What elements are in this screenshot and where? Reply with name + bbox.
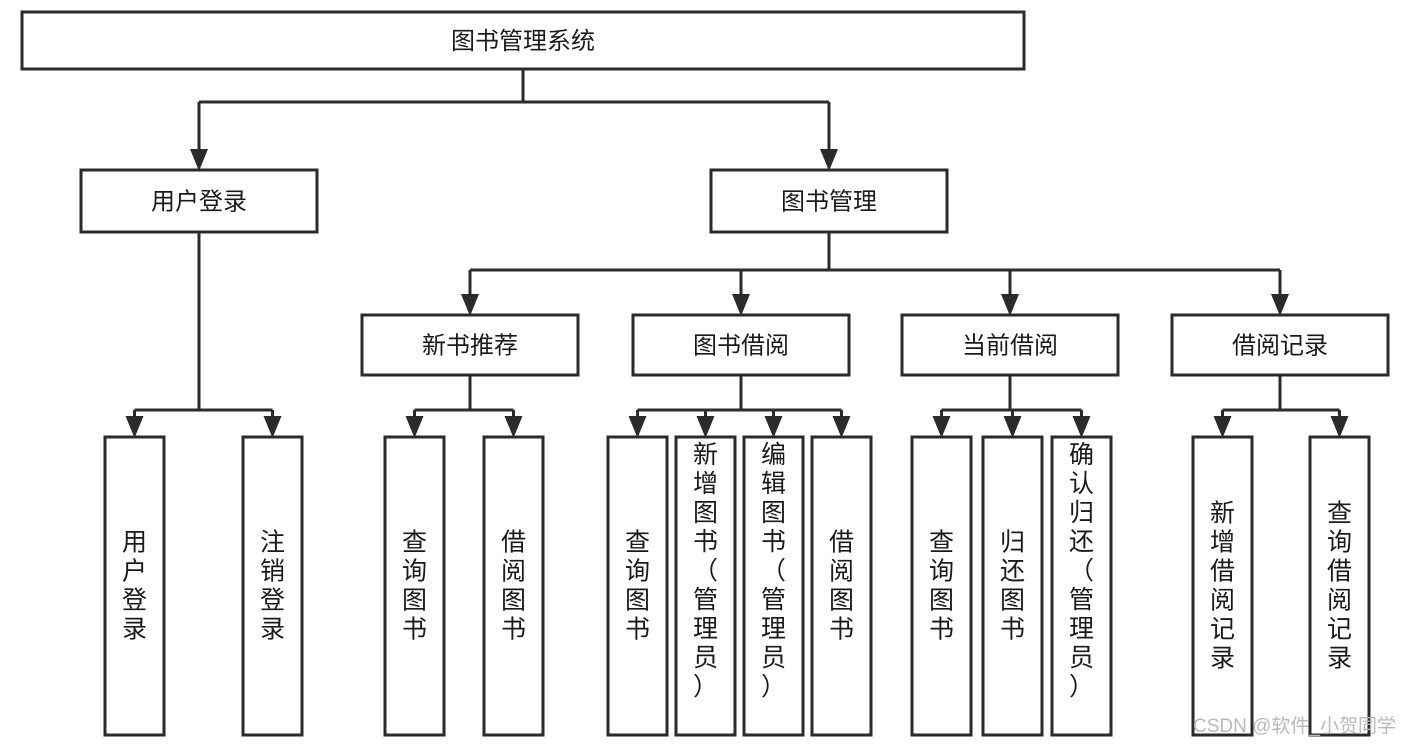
node-book-borrow-box[interactable] <box>631 313 851 377</box>
node-leaf-add-book-admin[interactable]: 新增图书（管理员） <box>674 435 737 737</box>
node-leaf-user-login[interactable]: 用户登录 <box>103 435 166 737</box>
node-leaf-borrow-book-recommend-box[interactable] <box>482 435 545 737</box>
csdn-watermark: CSDN @软件_小贺同学 <box>1193 715 1396 737</box>
node-new-book-recommend[interactable]: 新书推荐 <box>360 313 580 377</box>
edge-arrowhead-icon <box>628 416 647 438</box>
edge-arrowhead-icon <box>1072 416 1091 438</box>
node-leaf-confirm-return-admin-box[interactable] <box>1050 435 1113 737</box>
node-current-borrow[interactable]: 当前借阅 <box>900 313 1120 377</box>
node-leaf-logout-box[interactable] <box>241 435 304 737</box>
node-boxes: 图书管理系统用户登录图书管理新书推荐图书借阅当前借阅借阅记录用户登录注销登录查询… <box>20 10 1390 737</box>
edge-arrowhead-icon <box>696 416 715 438</box>
edge-arrowhead-icon <box>1001 294 1019 316</box>
node-leaf-edit-book-admin-box[interactable] <box>742 435 805 737</box>
edge-arrowhead-icon <box>190 149 208 171</box>
node-root-label: 图书管理系统 <box>451 28 595 55</box>
node-new-book-recommend-label: 新书推荐 <box>422 333 518 360</box>
node-new-book-recommend-box[interactable] <box>360 313 580 377</box>
node-leaf-query-book-current[interactable]: 查询图书 <box>910 435 973 737</box>
connector-edges <box>125 69 1349 438</box>
node-leaf-user-login-box[interactable] <box>103 435 166 737</box>
node-book-management-box[interactable] <box>709 168 949 234</box>
node-leaf-edit-book-admin[interactable]: 编辑图书（管理员） <box>742 435 805 737</box>
node-leaf-borrow-book-recommend[interactable]: 借阅图书 <box>482 435 545 737</box>
node-leaf-query-borrow-record[interactable]: 查询借阅记录 <box>1308 435 1371 737</box>
edge-arrowhead-icon <box>1330 416 1349 438</box>
node-leaf-add-book-admin-label: 新增图书（管理员） <box>693 441 718 701</box>
edge-arrowhead-icon <box>732 294 750 316</box>
node-leaf-query-book[interactable]: 查询图书 <box>606 435 669 737</box>
node-leaf-confirm-return-admin[interactable]: 确认归还（管理员） <box>1050 435 1113 737</box>
node-root-box[interactable] <box>20 10 1026 71</box>
edge-arrowhead-icon <box>461 294 479 316</box>
node-leaf-add-book-admin-box[interactable] <box>674 435 737 737</box>
node-leaf-confirm-return-admin-label: 确认归还（管理员） <box>1069 441 1094 701</box>
edge-arrowhead-icon <box>504 416 523 438</box>
node-leaf-return-book-box[interactable] <box>981 435 1044 737</box>
node-book-borrow-label: 图书借阅 <box>693 333 789 360</box>
edge-arrowhead-icon <box>125 416 144 438</box>
node-leaf-logout[interactable]: 注销登录 <box>241 435 304 737</box>
node-current-borrow-label: 当前借阅 <box>962 333 1058 360</box>
node-borrow-record-label: 借阅记录 <box>1232 333 1328 360</box>
node-leaf-add-borrow-record-label: 新增借阅记录 <box>1210 500 1235 673</box>
node-leaf-borrow-book-recommend-label: 借阅图书 <box>501 529 526 644</box>
node-book-management-label: 图书管理 <box>781 189 877 216</box>
edge-arrowhead-icon <box>764 416 783 438</box>
node-leaf-query-book-recommend[interactable]: 查询图书 <box>383 435 446 737</box>
node-leaf-borrow-book[interactable]: 借阅图书 <box>810 435 873 737</box>
node-leaf-logout-label: 注销登录 <box>260 529 285 644</box>
node-leaf-query-book-current-box[interactable] <box>910 435 973 737</box>
edge-arrowhead-icon <box>1003 416 1022 438</box>
node-leaf-query-borrow-record-label: 查询借阅记录 <box>1327 500 1352 673</box>
edge-arrowhead-icon <box>405 416 424 438</box>
node-leaf-edit-book-admin-label: 编辑图书（管理员） <box>761 441 786 701</box>
node-leaf-query-book-recommend-label: 查询图书 <box>402 529 427 644</box>
node-root[interactable]: 图书管理系统 <box>20 10 1026 71</box>
node-user-login-label: 用户登录 <box>151 189 247 216</box>
edge-arrowhead-icon <box>263 416 282 438</box>
edge-arrowhead-icon <box>820 149 838 171</box>
node-leaf-borrow-book-box[interactable] <box>810 435 873 737</box>
edge-arrowhead-icon <box>1271 294 1289 316</box>
node-current-borrow-box[interactable] <box>900 313 1120 377</box>
node-leaf-query-book-label: 查询图书 <box>625 529 650 644</box>
node-leaf-return-book-label: 归还图书 <box>1000 529 1025 644</box>
node-book-management[interactable]: 图书管理 <box>709 168 949 234</box>
node-leaf-query-borrow-record-box[interactable] <box>1308 435 1371 737</box>
node-leaf-query-book-current-label: 查询图书 <box>929 529 954 644</box>
node-borrow-record[interactable]: 借阅记录 <box>1170 313 1390 377</box>
node-user-login[interactable]: 用户登录 <box>79 168 319 234</box>
node-book-borrow[interactable]: 图书借阅 <box>631 313 851 377</box>
edge-arrowhead-icon <box>832 416 851 438</box>
node-leaf-add-borrow-record[interactable]: 新增借阅记录 <box>1191 435 1254 737</box>
node-leaf-add-borrow-record-box[interactable] <box>1191 435 1254 737</box>
node-leaf-user-login-label: 用户登录 <box>122 529 147 644</box>
node-borrow-record-box[interactable] <box>1170 313 1390 377</box>
node-user-login-box[interactable] <box>79 168 319 234</box>
node-leaf-query-book-recommend-box[interactable] <box>383 435 446 737</box>
node-leaf-borrow-book-label: 借阅图书 <box>829 529 854 644</box>
node-leaf-query-book-box[interactable] <box>606 435 669 737</box>
node-leaf-return-book[interactable]: 归还图书 <box>981 435 1044 737</box>
edge-arrowhead-icon <box>1213 416 1232 438</box>
edge-arrowhead-icon <box>932 416 951 438</box>
